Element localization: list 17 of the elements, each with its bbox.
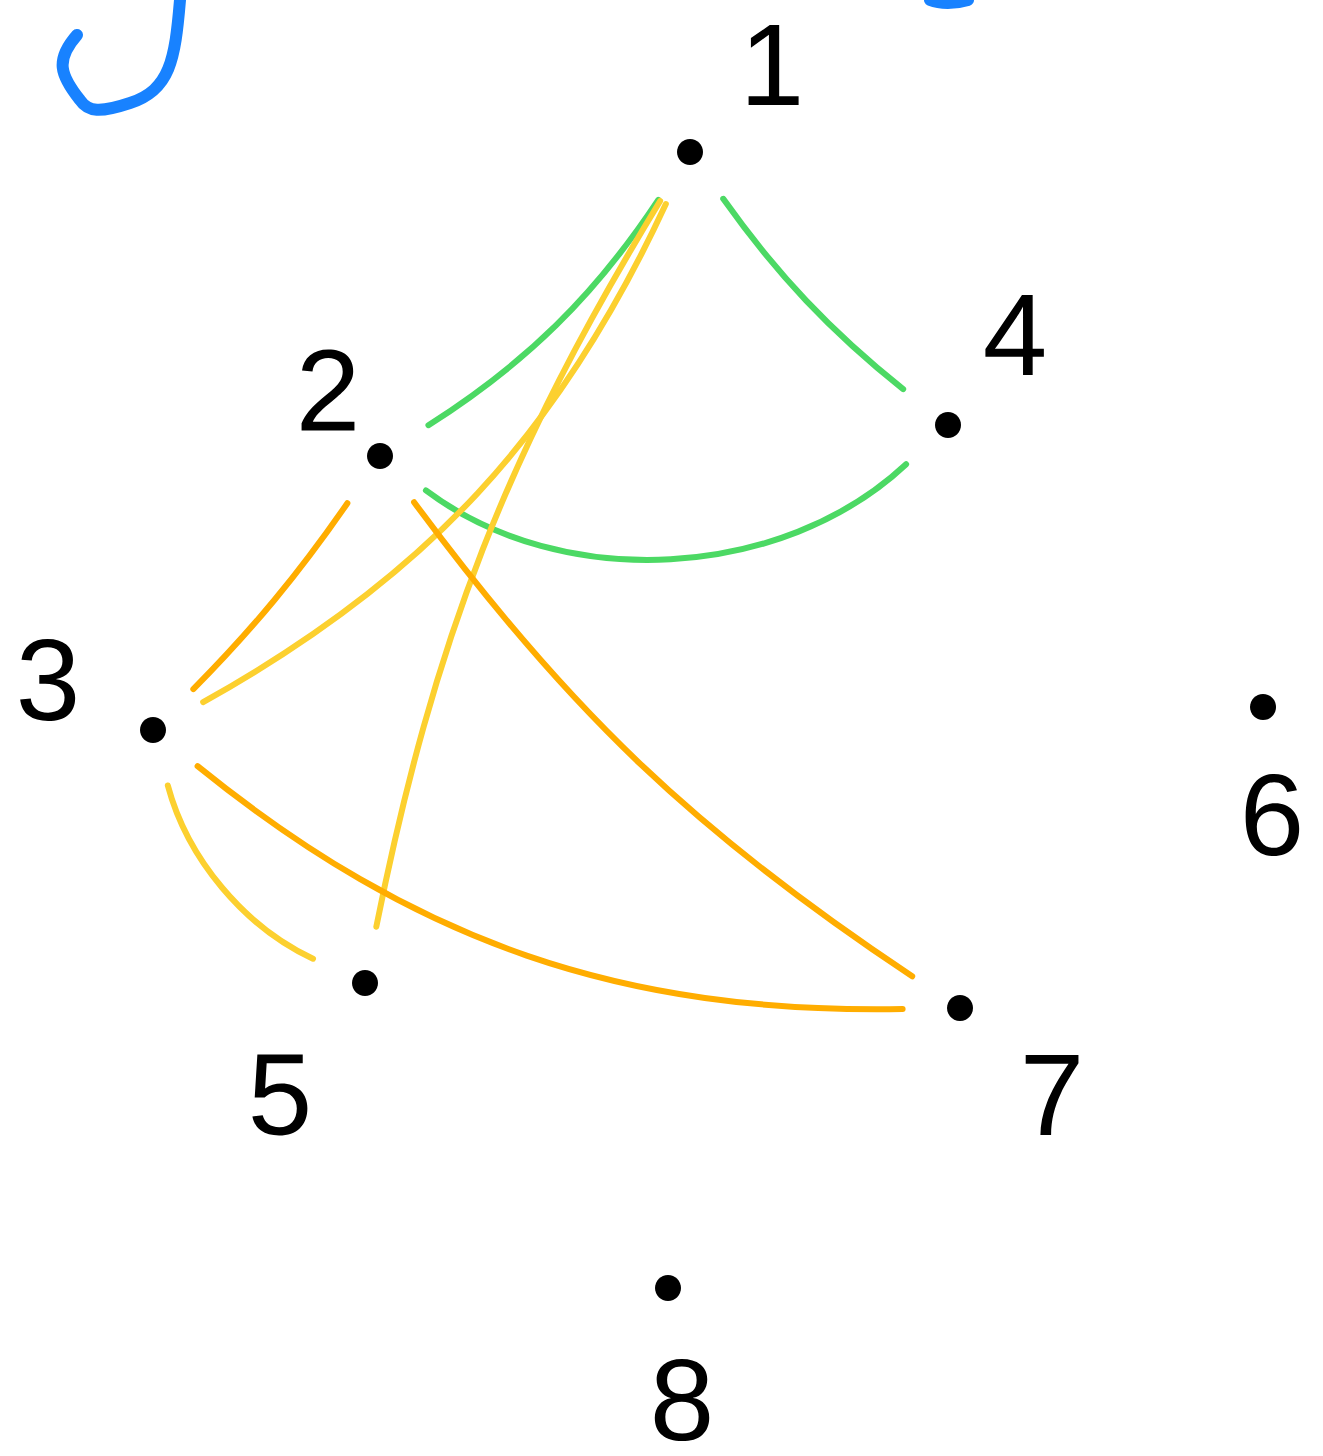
graph-edge: [425, 196, 662, 429]
vertex-label: 5: [252, 1054, 308, 1136]
vertex-label: 4: [985, 295, 1044, 375]
vertex-label: 3: [20, 638, 76, 722]
graph-edge: [373, 198, 664, 930]
graph-edge: [422, 461, 910, 563]
vertex-label: 1: [748, 25, 799, 105]
graph-edge: [720, 195, 907, 393]
vertex-label: 7: [1025, 1055, 1079, 1135]
graph-edge: [411, 499, 916, 980]
graph-edge: [194, 763, 906, 1012]
vertex-label: 2: [301, 349, 355, 431]
graph-edge: [190, 500, 351, 693]
vertex-label: 6: [1245, 773, 1300, 857]
graph-edge: [164, 782, 316, 962]
vertex-label: 8: [654, 1358, 710, 1442]
graph-edge: [200, 201, 669, 706]
